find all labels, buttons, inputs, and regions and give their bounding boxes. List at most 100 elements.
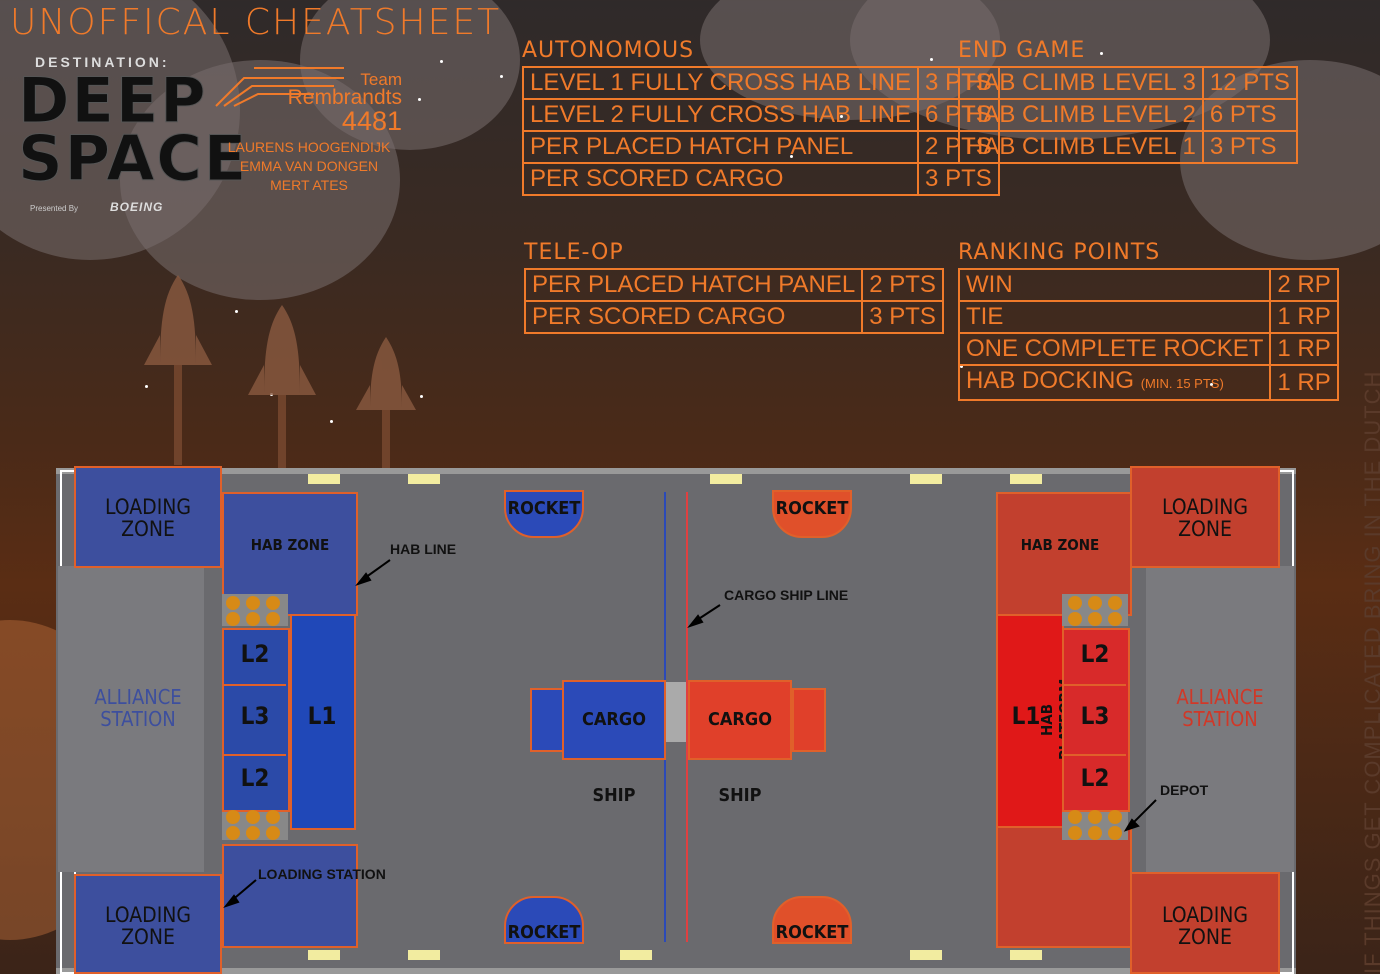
cargo-ball	[266, 612, 280, 626]
presented-by: Presented By	[30, 204, 79, 213]
cargo-ball	[266, 826, 280, 840]
cargo-ship-blue-end	[530, 688, 564, 752]
cargo-ball	[246, 596, 260, 610]
row-label: PER PLACED HATCH PANEL	[521, 130, 920, 164]
row-points: 1 RP	[1269, 300, 1339, 334]
cargo-ship-red-end	[792, 688, 826, 752]
team-members: LAURENS HOOGENDIJK EMMA VAN DONGEN MERT …	[224, 138, 394, 195]
row-points: 1 RP	[1269, 332, 1339, 366]
cargo-ball	[1068, 826, 1082, 840]
row-label: PER SCORED CARGO	[521, 162, 920, 196]
alliance-label-line: STATION	[100, 707, 176, 731]
cargo-ball	[1068, 810, 1082, 824]
zone-label: LOADING	[104, 903, 192, 927]
row-points: 3 PTS	[917, 162, 1000, 196]
hab-level-l3: L3	[240, 702, 270, 730]
row-label: HAB CLIMB LEVEL 2	[958, 98, 1204, 132]
alliance-station-red-label: ALLIANCE STATION	[1160, 686, 1280, 730]
row-label: LEVEL 2 FULLY CROSS HAB LINE	[521, 98, 920, 132]
field-light	[910, 950, 942, 960]
field-light	[1010, 950, 1042, 960]
team-logo: Team Rembrandts 4481	[262, 70, 402, 135]
zone-label: ZONE	[121, 517, 175, 541]
team-line2: Rembrandts	[287, 86, 402, 109]
hab-level-l1: L1	[307, 702, 337, 730]
cargo-ball	[226, 826, 240, 840]
hab-level-l1: L1	[1011, 702, 1041, 730]
field-light	[408, 474, 440, 484]
hab-level-l2: L2	[1080, 640, 1110, 668]
hab-zone-blue	[222, 492, 358, 616]
hab-l3-blue-divider	[222, 684, 286, 756]
field-rail-top	[56, 468, 1296, 474]
field-light	[408, 950, 440, 960]
row-points: 3 PTS	[1201, 130, 1298, 164]
logo-deep-word: DEEP	[17, 64, 208, 137]
cargo-ball	[226, 612, 240, 626]
member-name: LAURENS HOOGENDIJK	[227, 139, 391, 155]
sponsor-logo: BOEING	[110, 200, 164, 214]
logo-deep: DEEP SPACE	[17, 64, 249, 195]
hab-level-l3: L3	[1080, 702, 1110, 730]
cargo-ball	[246, 612, 260, 626]
field-light	[308, 474, 340, 484]
cargo-ball	[1068, 612, 1082, 626]
endgame-heading: END GAME	[958, 38, 1086, 63]
table-row: HAB DOCKING (MIN. 15 PTS)1 RP	[957, 364, 1339, 401]
cargo-ball	[226, 810, 240, 824]
cargo-ball	[1108, 596, 1122, 610]
cargo-ship-line-red	[686, 492, 688, 942]
row-label: ONE COMPLETE ROCKET	[957, 332, 1272, 366]
field-light	[620, 950, 652, 960]
row-note: (MIN. 15 PTS)	[1140, 376, 1224, 391]
row-label-text: HAB DOCKING	[966, 367, 1135, 394]
row-label: PER SCORED CARGO	[523, 300, 864, 334]
row-label: HAB CLIMB LEVEL 1	[958, 130, 1204, 164]
member-name: EMMA VAN DONGEN	[239, 158, 379, 174]
team-line1: Team	[360, 70, 402, 89]
row-label: HAB CLIMB LEVEL 3	[958, 66, 1204, 100]
field-light	[1010, 474, 1042, 484]
logo-space-word: SPACE	[17, 122, 249, 195]
row-label: TIE	[957, 300, 1272, 334]
zone-label: ZONE	[1178, 517, 1232, 541]
row-points: 6 PTS	[1201, 98, 1298, 132]
alliance-station-blue-label: ALLIANCE STATION	[80, 686, 196, 730]
hab-l1-blue	[290, 614, 356, 830]
hab-zone-blue-label: HAB ZONE	[250, 536, 330, 554]
autonomous-heading: AUTONOMOUS	[522, 38, 695, 63]
zone-label: ZONE	[121, 925, 175, 949]
row-label: HAB DOCKING (MIN. 15 PTS)	[957, 364, 1272, 401]
zone-label: LOADING	[1161, 903, 1249, 927]
alliance-label-line: ALLIANCE	[1176, 685, 1264, 709]
rocket-red-bottom: ROCKET	[772, 896, 852, 944]
hab-level-l2: L2	[240, 640, 270, 668]
rocket-blue-top: ROCKET	[504, 490, 584, 538]
row-points: 12 PTS	[1201, 66, 1298, 100]
cargo-ball	[1068, 596, 1082, 610]
row-label: WIN	[957, 268, 1272, 302]
alliance-label-line: ALLIANCE	[94, 685, 182, 709]
depot-label: DEPOT	[1160, 782, 1209, 798]
hab-zone-red-lower	[996, 824, 1132, 948]
cargo-ship-red: CARGO SHIP	[688, 680, 792, 806]
row-points: 2 RP	[1269, 268, 1339, 302]
hab-level-l2: L2	[1080, 764, 1110, 792]
cargo-ball	[246, 826, 260, 840]
row-points: 2 PTS	[861, 268, 944, 302]
cargo-ball	[1108, 612, 1122, 626]
hab-line-label: HAB LINE	[390, 541, 457, 557]
cargo-ball	[1108, 826, 1122, 840]
